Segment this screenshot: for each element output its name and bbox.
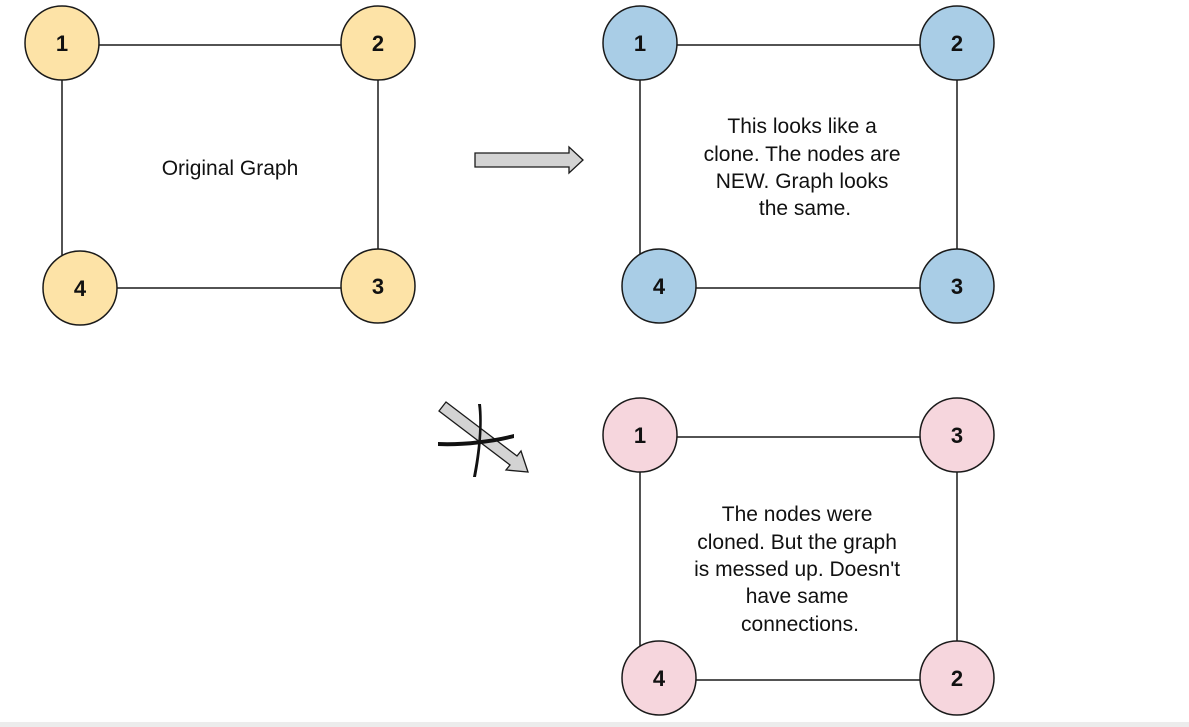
bad-clone-node-2-circle (919, 640, 995, 716)
bad-clone-node-3-circle (919, 397, 995, 473)
bad-clone-caption-line-5: connections. (741, 613, 859, 636)
clone-caption-line-1: This looks like a (727, 115, 877, 138)
bad-clone-caption-line-1: The nodes were (722, 503, 873, 526)
bad-clone-graph: 1 3 2 4 The nodes were cloned. But the g… (602, 397, 995, 716)
bad-clone-caption-line-3: is messed up. Doesn't (694, 558, 900, 581)
clone-caption: This looks like a clone. The nodes are N… (704, 115, 907, 220)
clone-node-4-circle (621, 248, 697, 324)
crossed-diagonal-arrow-icon (438, 401, 529, 477)
bad-clone-node-4-label: 4 (653, 666, 666, 691)
diagonal-arrow-shape (438, 401, 529, 473)
original-caption-line-1: Original Graph (162, 157, 299, 180)
bad-clone-node-1-circle (602, 397, 678, 473)
clone-node-3-circle (919, 248, 995, 324)
bad-clone-caption-line-2: cloned. But the graph (697, 531, 897, 554)
original-node-3: 3 (340, 248, 416, 324)
original-node-4-circle (42, 250, 118, 326)
original-node-2-label: 2 (372, 31, 384, 56)
original-graph: 1 2 3 4 Original Graph (24, 5, 416, 326)
original-node-1: 1 (24, 5, 100, 81)
right-arrow-icon (474, 145, 584, 175)
cross-stroke-b (438, 434, 514, 447)
clone-node-2: 2 (919, 5, 995, 81)
clone-node-4-label: 4 (653, 274, 666, 299)
clone-caption-line-2: clone. The nodes are (704, 143, 901, 166)
clone-node-2-label: 2 (951, 31, 963, 56)
clone-graph: 1 2 3 4 This looks like a clone. The nod… (602, 5, 995, 324)
original-node-2-circle (340, 5, 416, 81)
original-node-4: 4 (42, 250, 118, 326)
clone-node-3-label: 3 (951, 274, 963, 299)
clone-caption-line-4: the same. (759, 197, 851, 220)
clone-node-4: 4 (621, 248, 697, 324)
bad-clone-node-2: 2 (919, 640, 995, 716)
original-caption: Original Graph (162, 157, 299, 180)
right-arrow-shape (474, 145, 584, 175)
clone-node-1-label: 1 (634, 31, 646, 56)
bad-clone-caption-line-4: have same (746, 585, 849, 608)
clone-node-1: 1 (602, 5, 678, 81)
original-node-3-label: 3 (372, 274, 384, 299)
bad-clone-node-3: 3 (919, 397, 995, 473)
bad-clone-node-2-label: 2 (951, 666, 963, 691)
clone-caption-line-3: NEW. Graph looks (716, 170, 889, 193)
original-node-1-circle (24, 5, 100, 81)
bad-clone-node-4: 4 (621, 640, 697, 716)
original-node-2: 2 (340, 5, 416, 81)
cross-stroke-a (473, 404, 482, 477)
clone-node-2-circle (919, 5, 995, 81)
bad-clone-node-4-circle (621, 640, 697, 716)
bad-clone-node-3-label: 3 (951, 423, 963, 448)
clone-node-3: 3 (919, 248, 995, 324)
bad-clone-caption: The nodes were cloned. But the graph is … (694, 503, 906, 636)
clone-node-1-circle (602, 5, 678, 81)
original-node-4-label: 4 (74, 276, 87, 301)
bad-clone-node-1-label: 1 (634, 423, 646, 448)
original-node-3-circle (340, 248, 416, 324)
bad-clone-node-1: 1 (602, 397, 678, 473)
original-node-1-label: 1 (56, 31, 68, 56)
bottom-edge-strip (0, 722, 1189, 727)
